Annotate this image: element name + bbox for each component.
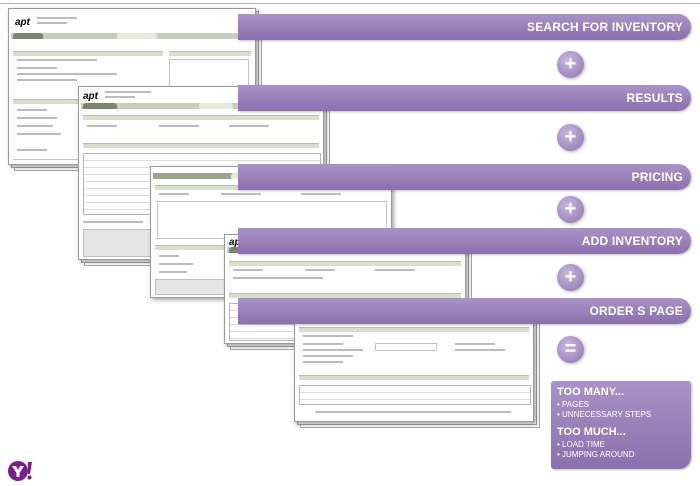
step-bar-pricing: PRICING (238, 164, 691, 190)
summary-heading: TOO MUCH... (557, 426, 626, 438)
step-bar-search-inventory: SEARCH FOR INVENTORY (238, 14, 691, 40)
apt-logo: apt (15, 17, 30, 28)
plus-icon: + (557, 264, 584, 291)
summary-item: • LOAD TIME (557, 440, 605, 449)
step-bar-add-inventory: ADD INVENTORY (238, 228, 691, 254)
yahoo-logo-icon (8, 461, 32, 481)
summary-heading: TOO MANY... (557, 386, 625, 398)
step-label: ADD INVENTORY (581, 234, 683, 248)
step-label: PRICING (631, 170, 683, 184)
summary-item: • UNNECESSARY STEPS (557, 410, 652, 419)
step-label: ORDER S PAGE (589, 304, 683, 318)
summary-item: • JUMPING AROUND (557, 450, 635, 459)
step-bar-results: RESULTS (238, 85, 691, 111)
apt-logo: apt (229, 237, 244, 248)
step-label: SEARCH FOR INVENTORY (526, 20, 683, 34)
apt-logo: apt (83, 91, 98, 102)
summary-item: • PAGES (557, 400, 589, 409)
step-label: RESULTS (626, 91, 683, 105)
plus-icon: + (557, 124, 584, 151)
summary-box: TOO MANY... • PAGES • UNNECESSARY STEPS … (551, 381, 691, 469)
step-bar-orders-page: ORDER S PAGE (238, 298, 691, 324)
plus-icon: + (557, 196, 584, 223)
top-rule (0, 3, 700, 4)
plus-icon: + (557, 51, 584, 78)
equals-icon: = (557, 336, 584, 363)
